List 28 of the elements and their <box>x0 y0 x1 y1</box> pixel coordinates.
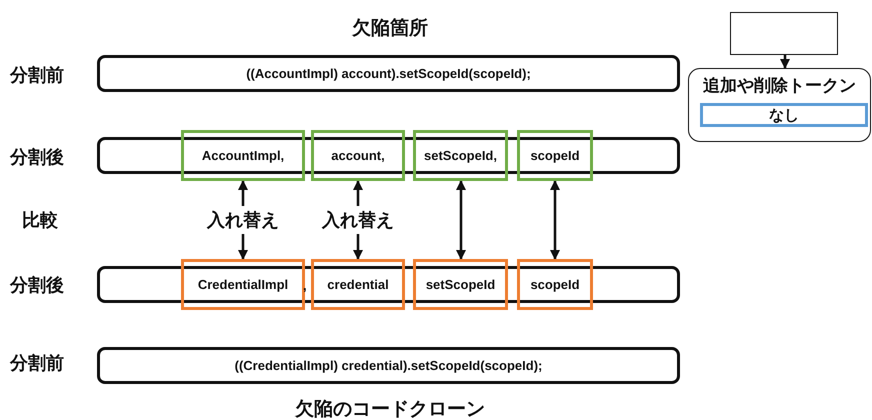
code-box: ((AccountImpl) account).setScopeId(scopeId); <box>97 55 680 92</box>
arrow <box>456 180 466 260</box>
arrow <box>550 180 560 260</box>
token-box: account, <box>311 130 405 181</box>
row-label: 分割前 <box>10 352 64 375</box>
token-box: scopeId <box>517 259 593 310</box>
result-field: なし <box>700 103 868 127</box>
token-box: credential <box>311 259 405 310</box>
comma: , <box>303 278 307 292</box>
row-label: 比較 <box>22 209 58 232</box>
row-label: 分割前 <box>10 64 64 87</box>
token-box: scopeId <box>517 130 593 181</box>
edge-label: 入れ替え <box>207 206 279 234</box>
row-label: 分割後 <box>10 146 64 169</box>
arrow <box>780 55 790 69</box>
row-label: 分割後 <box>10 274 64 297</box>
result-box <box>688 68 871 142</box>
result-heading: 追加や削除トークン <box>703 77 856 94</box>
caption: 欠陥のコードクローン <box>295 398 485 420</box>
tool-box <box>730 12 838 55</box>
row-box <box>97 137 680 174</box>
token-box: setScopeId, <box>413 130 508 181</box>
code-box: ((CredentialImpl) credential).setScopeId(scopeId); <box>97 347 680 384</box>
title: 欠陥箇所 <box>352 17 428 41</box>
token-box: AccountImpl, <box>181 130 305 181</box>
edge-label: 入れ替え <box>322 206 394 234</box>
row-box <box>97 266 680 303</box>
token-box: setScopeId <box>413 259 508 310</box>
